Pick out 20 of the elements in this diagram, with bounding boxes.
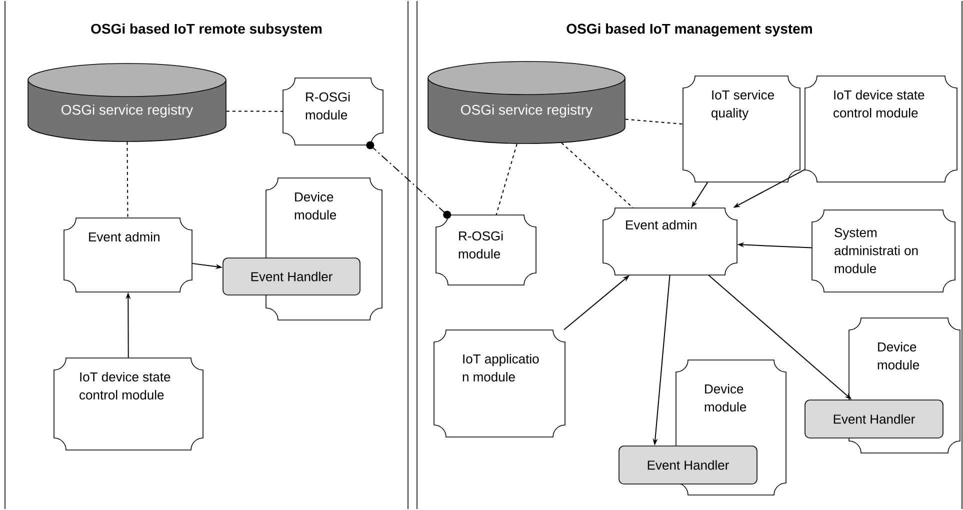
module-box: IoT device state control module	[54, 358, 204, 450]
dashed-line	[561, 142, 634, 208]
module-box: IoT service quality	[682, 76, 800, 182]
dashed-line	[126, 141, 128, 218]
database-cylinder: OSGi service registry	[428, 61, 626, 144]
module-box: R-OSGi module	[282, 78, 384, 146]
dashed-line	[496, 143, 518, 216]
handler-box: Event Handler	[804, 400, 944, 438]
module-box: IoT device state control module	[804, 76, 958, 182]
module-box: R-OSGi module	[436, 214, 536, 286]
module-box: Event admin	[64, 218, 192, 292]
module-box: IoT applicatio n module	[434, 330, 566, 438]
module-box: Event admin	[602, 208, 738, 276]
module-box: System administrati on module	[812, 210, 956, 292]
dashed-line	[624, 118, 684, 125]
connector-line	[366, 141, 452, 219]
database-cylinder: OSGi service registry	[28, 63, 226, 142]
handler-box: Event Handler	[222, 258, 360, 296]
handler-box: Event Handler	[618, 446, 758, 484]
dashed-line	[226, 110, 284, 112]
